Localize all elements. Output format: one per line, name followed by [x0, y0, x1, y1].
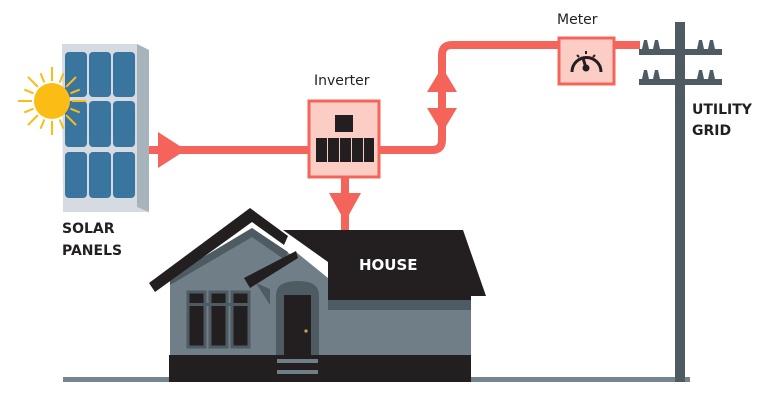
- sun-ray: [39, 119, 46, 130]
- flow-line-inverter-meter: [378, 41, 560, 154]
- door-knob: [304, 329, 308, 333]
- insulator-icons: [642, 40, 715, 79]
- sun-ray: [23, 88, 34, 95]
- sun-ray: [65, 76, 77, 88]
- sun-ray: [39, 72, 46, 83]
- gauge-icon: [570, 51, 603, 73]
- utility-grid-label-line2: GRID: [692, 123, 731, 139]
- meter-label: Meter: [557, 12, 598, 28]
- house-icon: [149, 208, 486, 382]
- utility-pole-icon: [639, 22, 722, 382]
- sun-ray: [58, 119, 65, 130]
- sun-ray: [70, 88, 81, 95]
- solar-panels-label-line2: PANELS: [62, 243, 122, 259]
- sun-ray: [70, 107, 81, 114]
- arrow-icon: [158, 132, 186, 168]
- inverter-icon: [307, 99, 381, 179]
- utility-grid-label-line1: UTILITY: [692, 102, 753, 118]
- sun-ray: [27, 114, 39, 126]
- step: [277, 359, 318, 363]
- sun-ray: [65, 114, 77, 126]
- solar-panels-label-line1: SOLAR: [62, 221, 115, 237]
- flow-line-panels-inverter: [148, 146, 308, 154]
- arrow-down-icon: [329, 193, 361, 222]
- window-icon: [186, 290, 251, 349]
- meter-box: [557, 36, 616, 86]
- arrow-down-icon: [427, 108, 457, 133]
- inverter-label: Inverter: [314, 73, 370, 89]
- sun-icon: [18, 67, 86, 135]
- step: [277, 370, 318, 374]
- flow-line-meter-grid: [614, 41, 640, 49]
- sun-ray: [27, 76, 39, 88]
- sun-ray: [23, 107, 34, 114]
- door: [284, 295, 311, 355]
- house-label: HOUSE: [359, 256, 418, 274]
- sun-disc: [34, 83, 70, 119]
- sun-ray: [58, 72, 65, 83]
- flow-lines: [148, 41, 640, 234]
- solar-panel-icon: [62, 44, 149, 212]
- arrow-up-icon: [427, 67, 457, 92]
